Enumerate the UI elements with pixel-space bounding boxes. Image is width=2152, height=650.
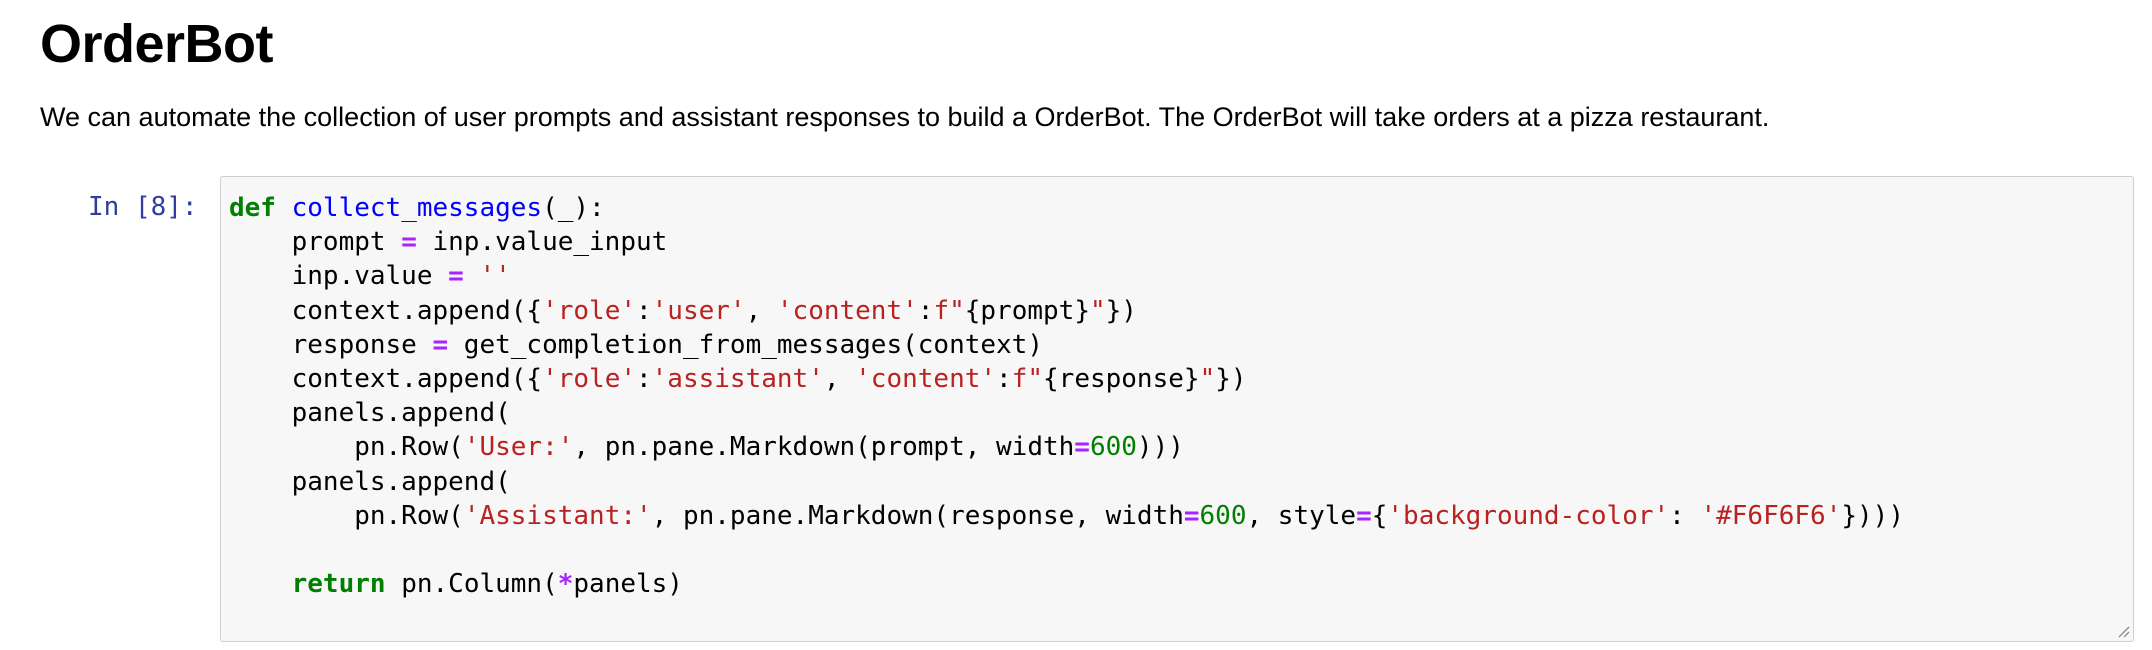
cell-input-prompt: In [8]: (88, 192, 198, 222)
code-token: 'content' (776, 295, 918, 326)
code-token: context.append({ (229, 363, 543, 394)
code-line: def collect_messages(_): (229, 191, 1904, 225)
code-token: = (1183, 500, 1200, 531)
code-line: pn.Row('User:', pn.pane.Markdown(prompt,… (229, 430, 1904, 464)
code-token: def (229, 193, 276, 223)
code-line (229, 533, 1904, 567)
code-token: pn.Row( (229, 432, 464, 463)
code-token: , (823, 363, 856, 394)
code-token: : (996, 363, 1012, 394)
code-token: }) (1105, 295, 1137, 326)
code-token: { (1371, 500, 1388, 531)
code-token: return (291, 569, 386, 600)
code-cell-editor[interactable]: def collect_messages(_): prompt = inp.va… (220, 176, 2134, 642)
code-token: 'role' (542, 363, 636, 394)
code-token (464, 261, 480, 291)
code-token: = (1074, 432, 1090, 463)
code-token: = (1356, 500, 1372, 531)
code-token: f" (1011, 363, 1044, 394)
code-token: pn.Column( (385, 569, 558, 600)
code-line: panels.append( (229, 465, 1904, 499)
code-token: , style (1246, 500, 1357, 531)
code-token: collect_messages (275, 193, 543, 223)
code-token: " (1089, 295, 1106, 326)
code-token: 600 (1199, 500, 1247, 531)
code-token: 600 (1089, 432, 1137, 463)
code-token: '' (479, 261, 511, 292)
code-token: }))) (1841, 500, 1904, 531)
code-token: " (1199, 363, 1216, 394)
code-token: pn.Row( (229, 500, 464, 531)
description-paragraph: We can automate the collection of user p… (40, 102, 1770, 132)
code-token: * (557, 569, 574, 600)
code-token: {prompt} (964, 295, 1090, 326)
code-token: 'user' (651, 295, 746, 326)
code-token: prompt (229, 227, 402, 258)
code-token: }) (1215, 363, 1247, 394)
code-line: prompt = inp.value_input (229, 225, 1904, 259)
code-token: , pn.pane.Markdown(response, width (651, 500, 1184, 531)
code-line: pn.Row('Assistant:', pn.pane.Markdown(re… (229, 499, 1904, 533)
code-token: (_): (542, 193, 605, 223)
page-title: OrderBot (40, 14, 274, 74)
code-token: panels) (573, 569, 683, 600)
code-token: response (229, 329, 433, 360)
code-token: '#F6F6F6' (1700, 500, 1842, 531)
code-token: 'content' (855, 363, 997, 394)
code-token: 'User:' (463, 432, 574, 463)
code-token: get_completion_from_messages(context) (448, 329, 1043, 360)
code-token: inp.value_input (416, 227, 668, 258)
code-token: inp.value (229, 261, 449, 292)
code-token: = (432, 329, 449, 360)
code-token: 'assistant' (651, 363, 824, 394)
code-token: panels.append( (229, 398, 511, 429)
code-token (229, 569, 292, 599)
code-token: : (917, 295, 934, 326)
code-token: 'background-color' (1387, 500, 1670, 531)
resize-handle-icon[interactable] (2116, 624, 2130, 638)
code-token: = (448, 261, 464, 292)
code-line: inp.value = '' (229, 259, 1904, 293)
code-line: panels.append( (229, 396, 1904, 430)
code-line: return pn.Column(*panels) (229, 567, 1904, 601)
code-token: panels.append( (229, 466, 511, 497)
code-line: context.append({'role':'assistant', 'con… (229, 362, 1904, 396)
code-token: {response} (1043, 363, 1200, 394)
code-token: : (636, 295, 652, 326)
code-token: : (1669, 500, 1701, 531)
code-token: 'Assistant:' (463, 500, 652, 531)
code-token: = (401, 227, 417, 258)
code-block[interactable]: def collect_messages(_): prompt = inp.va… (229, 191, 1904, 601)
code-token: : (636, 363, 652, 394)
code-token: 'role' (542, 295, 636, 326)
code-token: , pn.pane.Markdown(prompt, width (573, 432, 1075, 463)
code-line: response = get_completion_from_messages(… (229, 328, 1904, 362)
code-line: context.append({'role':'user', 'content'… (229, 294, 1904, 328)
code-token: f" (933, 295, 965, 326)
code-token: ))) (1136, 432, 1184, 463)
code-token: , (745, 295, 777, 326)
code-token: context.append({ (229, 295, 543, 326)
